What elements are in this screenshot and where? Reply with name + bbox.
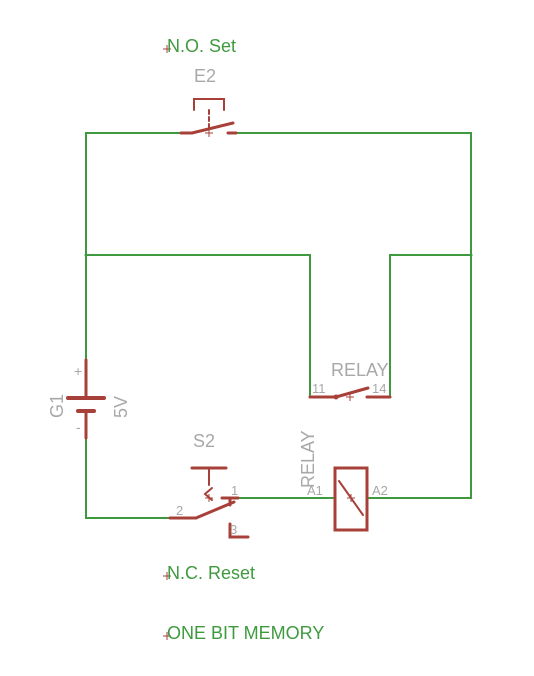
wire-top-right [235,132,472,499]
junction-left [84,253,88,257]
relay-coil-name-label: RELAY [298,430,318,488]
s2-pin2-label: 2 [176,503,183,518]
annotation-no-set: N.O. Set [163,36,236,56]
s2-switch[interactable]: S2 1 2 3 [168,431,250,539]
annotation-title-text: ONE BIT MEMORY [167,623,324,643]
g1-name-label: G1 [47,394,67,418]
wire-battery-to-s2 [85,437,171,519]
relay-contact[interactable]: RELAY 11 14 [308,360,392,401]
annotation-title: ONE BIT MEMORY [163,623,324,643]
wire-top-left [85,132,182,361]
s2-name-label: S2 [193,431,215,451]
relay-coil-pinA2-label: A2 [372,483,388,498]
wire-latch-left [85,254,311,398]
relay-coil-pinA1-label: A1 [307,483,323,498]
g1-plus-sign: + [74,363,82,379]
e2-name-label: E2 [194,66,216,86]
junction-right [469,253,473,257]
wires [84,132,473,519]
annotation-nc-reset: N.C. Reset [163,563,255,583]
e2-pushbutton[interactable]: E2 [179,66,238,137]
s2-pin1-label: 1 [231,483,238,498]
annotations: N.O. Set N.C. Reset ONE BIT MEMORY [163,36,324,643]
wire-latch-right [389,254,472,398]
annotation-nc-reset-text: N.C. Reset [167,563,255,583]
relay-contact-pin14-label: 14 [372,381,386,396]
g1-battery[interactable]: + - G1 5V [47,358,131,440]
relay-coil[interactable]: RELAY A1 A2 [298,430,388,532]
g1-value-label: 5V [111,396,131,418]
annotation-no-set-text: N.O. Set [167,36,236,56]
s2-pin3-label: 3 [230,522,237,537]
relay-contact-name-label: RELAY [331,360,389,380]
g1-minus-sign: - [76,419,81,435]
relay-contact-pin11-label: 11 [312,381,326,396]
